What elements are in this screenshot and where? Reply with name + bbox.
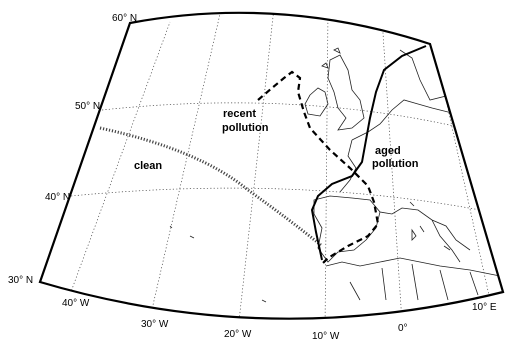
lat-label-30n: 30° N xyxy=(8,275,33,286)
coast-mediterranean-north xyxy=(379,207,471,263)
region-label-recent-line2: pollution xyxy=(222,122,269,134)
coast-islands xyxy=(169,201,451,303)
lon-label-40w: 40° W xyxy=(62,298,90,309)
lon-label-20w: 20° W xyxy=(224,329,252,339)
coast-iberia xyxy=(313,195,381,263)
region-label-aged-line1: aged xyxy=(375,145,401,157)
coast-great-britain xyxy=(327,54,365,131)
coast-north-africa xyxy=(325,257,501,277)
lon-label-30w: 30° W xyxy=(141,319,169,330)
coast-scandinavia xyxy=(399,39,461,101)
lon-label-10w: 10° W xyxy=(312,331,340,339)
recent-pollution-boundary-line xyxy=(257,70,380,265)
coast-ireland xyxy=(304,87,329,117)
coast-continental-europe xyxy=(339,99,471,193)
map-frame xyxy=(38,11,505,320)
parallel-40n xyxy=(70,187,481,211)
meridian-30w xyxy=(149,13,221,319)
parallel-50n xyxy=(101,102,455,127)
meridian-10w xyxy=(324,12,329,319)
lat-label-40n: 40° N xyxy=(45,192,70,203)
region-label-clean: clean xyxy=(134,160,162,172)
graticule xyxy=(67,12,491,319)
coast-iceland-faroe xyxy=(321,47,341,69)
lat-label-60n: 60° N xyxy=(112,13,137,24)
aged-pollution-boundary-line xyxy=(310,45,427,261)
meridian-10e xyxy=(431,35,491,301)
region-label-recent-line1: recent xyxy=(223,108,256,120)
meridian-20w xyxy=(237,12,275,319)
clean-air-boundary-line xyxy=(99,126,323,248)
region-label-aged-line2: pollution xyxy=(372,158,419,170)
lat-label-50n: 50° N xyxy=(75,101,100,112)
lon-label-10e: 10° E xyxy=(472,302,497,313)
coast-africa-borders xyxy=(349,263,479,301)
lon-label-0: 0° xyxy=(398,323,408,334)
coastlines xyxy=(169,39,501,303)
air-mass-boundaries xyxy=(99,45,427,265)
